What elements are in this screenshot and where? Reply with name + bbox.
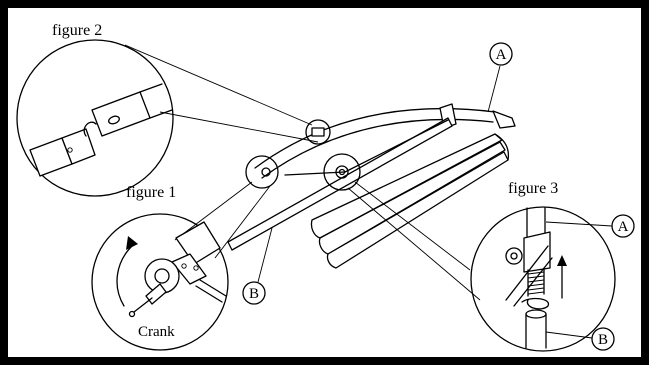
figure-3-label: figure 3 (508, 180, 558, 197)
callout-a-main: A (487, 42, 513, 113)
figure-2-label: figure 2 (52, 22, 102, 39)
callout-b-main: B (242, 227, 273, 305)
callout-a-figure-3: A (545, 214, 635, 238)
callout-a-main-label: A (496, 47, 507, 63)
figure-1-detail: figure 1 Crank (91, 184, 229, 351)
umbrella-frame (174, 103, 516, 301)
crank-label: Crank (138, 324, 175, 340)
figure-1-label: figure 1 (126, 184, 176, 201)
callout-b-figure-3: B (545, 327, 615, 351)
callout-b-fig3-label: B (598, 332, 608, 348)
figure-3-detail: figure 3 (470, 180, 616, 352)
callout-a-fig3-label: A (618, 219, 629, 235)
figure-2-detail: figure 2 (16, 22, 319, 197)
callout-b-main-label: B (249, 286, 259, 302)
